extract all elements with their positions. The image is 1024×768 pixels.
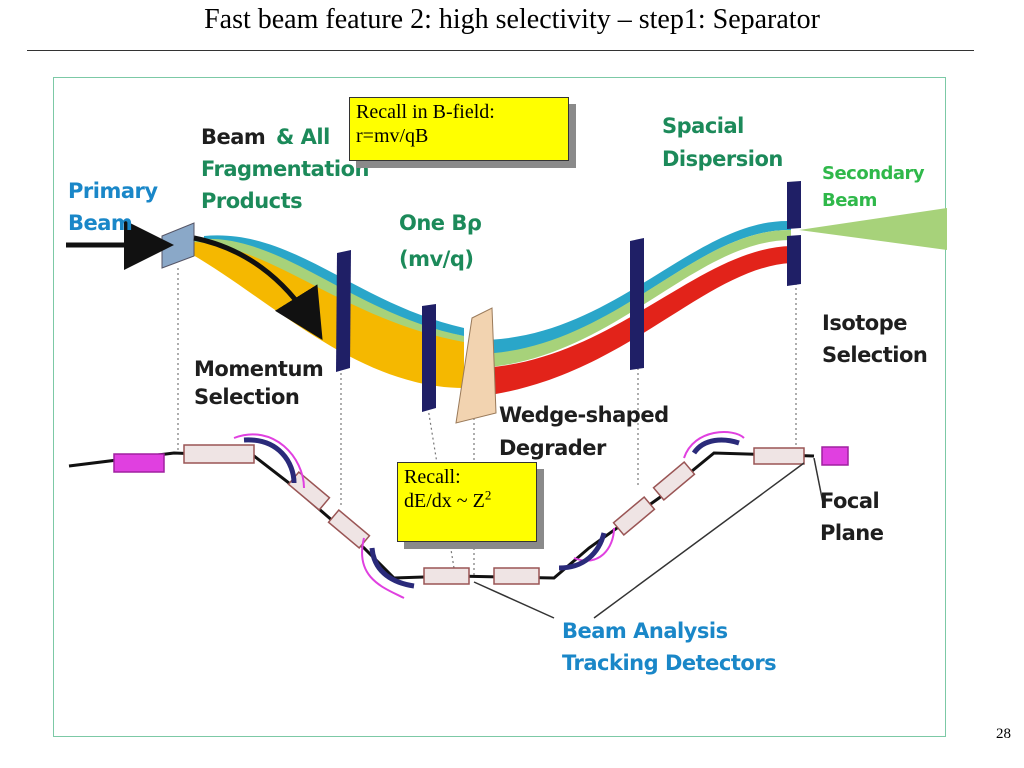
wedge-degrader xyxy=(455,307,497,424)
label-products: Products xyxy=(201,189,302,213)
label-one-brho: One Bρ xyxy=(399,211,482,235)
leader-lines xyxy=(473,457,825,619)
label-secondary: Secondary xyxy=(822,163,925,184)
label-primary-beam-2: Beam xyxy=(68,211,132,235)
label-isotope: Isotope xyxy=(822,311,907,335)
callout-dedx: Recall: dE/dx ~ Z2 xyxy=(397,462,537,542)
label-fragmentation: Fragmentation xyxy=(201,157,369,181)
separator-diagram-svg: Primary Beam Beam & All Fragmentation Pr… xyxy=(66,114,947,675)
callout-dedx-superscript: 2 xyxy=(484,487,492,503)
label-secondary-beam: Beam xyxy=(822,190,877,211)
slits xyxy=(336,181,801,412)
callout-bfield-line2: r=mv/qB xyxy=(356,125,429,147)
label-focal: Focal xyxy=(820,489,879,513)
label-selection: Selection xyxy=(194,385,299,409)
label-plane: Plane xyxy=(820,521,884,545)
label-primary-beam-1: Primary xyxy=(68,179,158,203)
callout-dedx-line2-wrap: dE/dx ~ Z2 xyxy=(404,487,530,513)
label-beam-analysis: Beam Analysis xyxy=(562,619,728,643)
callout-bfield: Recall in B-field: r=mv/qB xyxy=(349,97,569,161)
slide-title: Fast beam feature 2: high selectivity – … xyxy=(204,4,820,35)
callout-bfield-line1: Recall in B-field: xyxy=(356,101,495,123)
label-tracking-detectors: Tracking Detectors xyxy=(562,651,776,675)
label-mv-q: (mv/q) xyxy=(399,247,473,271)
title-divider xyxy=(27,50,974,51)
label-dispersion: Dispersion xyxy=(662,147,783,171)
page-number: 28 xyxy=(996,726,1011,742)
label-beam: Beam xyxy=(201,125,265,149)
label-spacial: Spacial xyxy=(662,114,744,138)
label-degrader: Degrader xyxy=(499,436,607,460)
callout-dedx-line2: dE/dx ~ Z xyxy=(404,490,485,512)
label-momentum: Momentum xyxy=(194,357,323,381)
momentum-arrow xyxy=(193,235,323,340)
beamline-schematic xyxy=(68,431,849,599)
callout-dedx-line1: Recall: xyxy=(404,466,461,488)
separator-diagram: Primary Beam Beam & All Fragmentation Pr… xyxy=(53,77,947,737)
production-target xyxy=(161,222,195,269)
label-wedge-shaped: Wedge-shaped xyxy=(499,403,669,427)
label-amp-all: & All xyxy=(276,125,330,149)
label-isotope-selection: Selection xyxy=(822,343,927,367)
